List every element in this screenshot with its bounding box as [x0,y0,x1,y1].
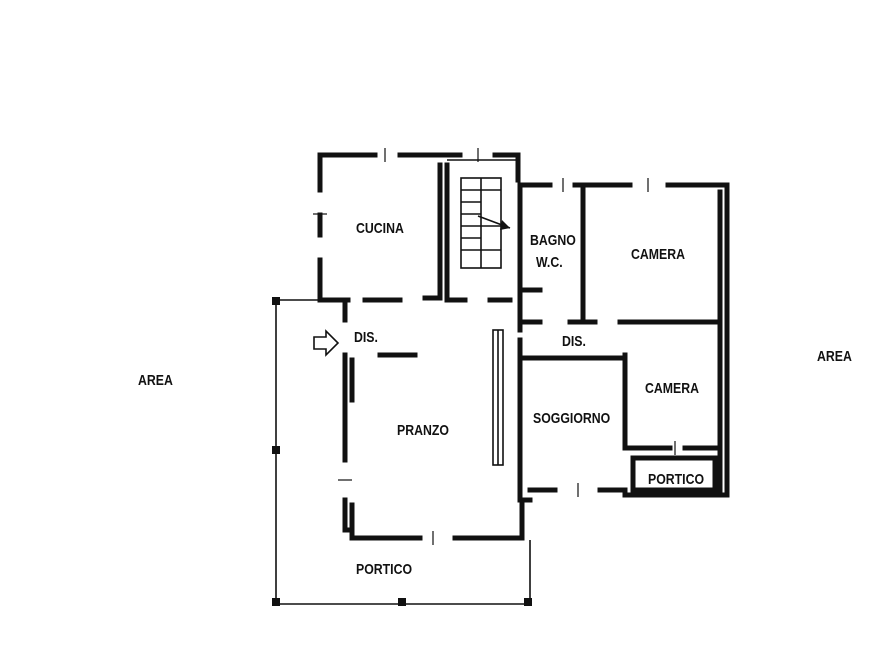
label-dis-right: DIS. [562,333,586,350]
kitchen-walls [317,152,521,303]
label-dis-left: DIS. [354,329,378,346]
opening-ticks [313,148,676,545]
label-bagno: BAGNO [530,232,576,249]
portico-frame [272,297,532,606]
label-cucina: CUCINA [356,220,404,237]
label-area-right: AREA [817,348,852,365]
label-portico-main: PORTICO [356,561,413,578]
staircase [460,177,511,269]
pranzo-walls [342,297,525,541]
right-block-walls [517,182,730,503]
label-portico-small: PORTICO [648,471,705,488]
label-soggiorno: SOGGIORNO [533,410,611,427]
label-camera-bottom: CAMERA [645,380,699,397]
label-pranzo: PRANZO [397,422,449,439]
label-area-left: AREA [138,372,173,389]
label-wc: W.C. [536,254,563,271]
entrance-arrow-icon [313,329,340,357]
label-camera-top: CAMERA [631,246,685,263]
